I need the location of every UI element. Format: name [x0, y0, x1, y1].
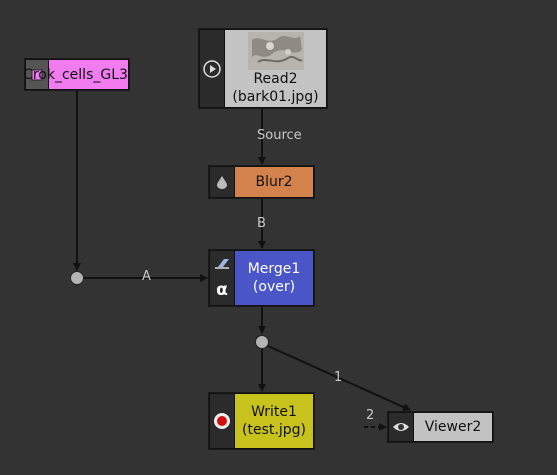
node-merge1-body: Merge1 (over) — [235, 251, 313, 305]
edge-label-1: 1 — [334, 370, 343, 385]
eye-icon — [389, 413, 414, 441]
node-read2-body: Read2 (bark01.jpg) — [225, 30, 326, 107]
node-crok-body: Crok_cells_GL3 — [23, 60, 128, 89]
node-read2-title: Read2 — [253, 71, 298, 87]
node-merge1-subtitle: (over) — [252, 279, 296, 295]
node-merge1[interactable]: α Merge1 (over) — [209, 250, 314, 306]
play-icon — [200, 30, 225, 107]
edge-label-2: 2 — [366, 408, 375, 423]
dot-node-left[interactable] — [70, 271, 84, 285]
record-icon — [210, 394, 235, 448]
node-write1[interactable]: Write1 (test.jpg) — [209, 393, 314, 449]
edge-dot-viewer — [267, 345, 411, 411]
drop-icon — [210, 167, 235, 197]
node-write1-title: Write1 — [251, 404, 297, 420]
node-write1-body: Write1 (test.jpg) — [235, 394, 313, 448]
node-merge1-title: Merge1 — [247, 261, 301, 277]
node-read2[interactable]: Read2 (bark01.jpg) — [199, 29, 327, 108]
node-crok-cells[interactable]: Crok_cells_GL3 — [23, 59, 129, 90]
node-blur2[interactable]: Blur2 — [209, 166, 314, 198]
edge-label-b: B — [257, 216, 266, 231]
node-blur2-body: Blur2 — [235, 167, 313, 197]
merge-side: α — [210, 251, 235, 305]
edge-label-source: Source — [257, 128, 302, 143]
node-viewer2-body: Viewer2 — [414, 413, 492, 441]
layers-icon — [215, 259, 229, 269]
alpha-icon: α — [216, 280, 228, 300]
gizmo-icon — [26, 60, 49, 89]
node-write1-subtitle: (test.jpg) — [242, 422, 306, 438]
node-crok-label: Crok_cells_GL3 — [23, 66, 128, 83]
image-thumbnail — [247, 32, 304, 70]
node-viewer2-title: Viewer2 — [424, 419, 482, 435]
edge-label-a: A — [142, 269, 151, 284]
node-viewer2[interactable]: Viewer2 — [388, 412, 493, 442]
node-read2-subtitle: (bark01.jpg) — [232, 89, 319, 105]
dot-node-bottom[interactable] — [255, 335, 269, 349]
node-blur2-title: Blur2 — [255, 174, 293, 190]
